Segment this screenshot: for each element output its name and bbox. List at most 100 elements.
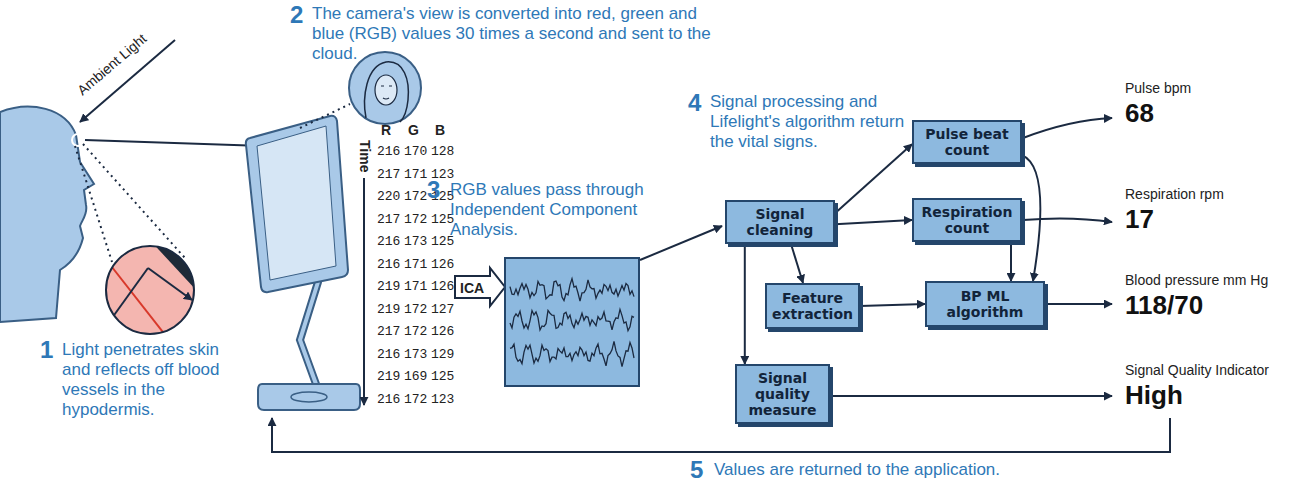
- table-cell: 173: [404, 347, 427, 362]
- callout-number: 2: [290, 2, 303, 28]
- skin-spot: [72, 134, 84, 146]
- table-cell: 219: [377, 302, 400, 317]
- output-arrow: [1023, 118, 1112, 138]
- skin-section: [100, 230, 215, 340]
- table-cell: 123: [431, 392, 454, 407]
- reflection-arrow: [85, 140, 262, 146]
- table-cell: 169: [404, 369, 427, 384]
- tablet: [246, 116, 360, 410]
- table-cell: 216: [377, 257, 400, 272]
- process-box: Respiration count: [912, 198, 1022, 242]
- callout-number: 4: [688, 90, 701, 116]
- table-cell: 216: [377, 347, 400, 362]
- return-arrow: [272, 418, 1170, 452]
- box-label: Respiration count: [920, 204, 1014, 236]
- light-label: Ambient Light: [74, 30, 149, 98]
- column-header: G: [408, 122, 419, 138]
- vital-name: Respiration rpm: [1125, 186, 1224, 202]
- step-text: The camera's view is converted into red,…: [312, 4, 712, 64]
- axis-label: Time: [357, 140, 373, 172]
- process-box: Signal quality measure: [735, 364, 830, 424]
- ica-label: ICA: [460, 280, 484, 296]
- zoom-line: [83, 144, 185, 258]
- callout-number: 5: [690, 457, 703, 483]
- table-cell: 172: [404, 324, 427, 339]
- box-label: Pulse beat count: [920, 126, 1014, 158]
- table-cell: 127: [431, 302, 454, 317]
- table-cell: 172: [404, 189, 427, 204]
- step-text: Light penetrates skin and reflects off b…: [62, 340, 240, 420]
- waveform: [510, 279, 634, 302]
- table-cell: 172: [404, 392, 427, 407]
- flow-arrow: [1022, 155, 1040, 281]
- camera-view-face: [349, 52, 421, 124]
- table-cell: 171: [404, 167, 427, 182]
- table-cell: 217: [377, 324, 400, 339]
- output-arrow: [1023, 218, 1112, 222]
- table-cell: 126: [431, 324, 454, 339]
- table-cell: 125: [431, 369, 454, 384]
- waveform: [510, 309, 634, 330]
- time-arrow: [363, 178, 365, 405]
- process-box: Feature extraction: [765, 283, 860, 329]
- table-cell: 129: [431, 347, 454, 362]
- face-profile: [0, 107, 94, 322]
- waveforms: [510, 279, 634, 367]
- flow-arrow: [791, 244, 803, 283]
- box-label: Feature extraction: [772, 290, 853, 322]
- table-cell: 216: [377, 234, 400, 249]
- waveform: [510, 341, 634, 366]
- output-arrow: [1046, 303, 1112, 305]
- ica-block-arrow: [455, 268, 505, 306]
- process-box: Signal cleaning: [725, 200, 835, 244]
- vital-name: Blood pressure mm Hg: [1125, 272, 1268, 288]
- box-label: Signal quality measure: [743, 370, 822, 418]
- flow-arrow: [1010, 242, 1012, 281]
- table-cell: 219: [377, 369, 400, 384]
- column-header: B: [435, 122, 445, 138]
- flow-arrow: [744, 244, 746, 364]
- table-cell: 172: [404, 212, 427, 227]
- vital-value: 68: [1125, 99, 1154, 127]
- table-cell: 217: [377, 212, 400, 227]
- step-text: Signal processing and Lifelight's algori…: [710, 92, 906, 152]
- table-cell: 126: [431, 257, 454, 272]
- flow-arrow: [640, 226, 722, 260]
- callout-number: 3: [427, 177, 440, 203]
- box-label: Signal cleaning: [733, 206, 827, 238]
- table-cell: 172: [404, 302, 427, 317]
- skin-section-outline: [106, 246, 194, 334]
- step-text: Values are returned to the application.: [714, 460, 1000, 480]
- column-header: R: [381, 122, 391, 138]
- table-cell: 173: [404, 234, 427, 249]
- vital-name: Pulse bpm: [1125, 80, 1191, 96]
- waveform-box: [505, 258, 639, 386]
- view-line: [300, 104, 350, 128]
- vital-value: 17: [1125, 205, 1154, 233]
- zoom-line: [75, 146, 112, 262]
- callout-number: 1: [40, 337, 53, 363]
- process-box: BP ML algorithm: [925, 281, 1045, 327]
- box-label: BP ML algorithm: [933, 288, 1037, 320]
- table-cell: 216: [377, 144, 400, 159]
- process-box: Pulse beat count: [912, 120, 1022, 164]
- table-cell: 219: [377, 279, 400, 294]
- table-cell: 171: [404, 279, 427, 294]
- vital-value: 118/70: [1125, 291, 1203, 319]
- vital-value: High: [1125, 381, 1183, 409]
- flow-arrow: [835, 220, 912, 224]
- table-cell: 170: [404, 144, 427, 159]
- table-cell: 217: [377, 167, 400, 182]
- output-arrow: [832, 395, 1112, 397]
- table-cell: 128: [431, 144, 454, 159]
- flow-arrow: [860, 304, 925, 306]
- step-text: RGB values pass through Independent Comp…: [450, 180, 682, 240]
- flow-arrow: [835, 144, 912, 213]
- vital-name: Signal Quality Indicator: [1125, 362, 1269, 378]
- table-cell: 220: [377, 189, 400, 204]
- table-cell: 171: [404, 257, 427, 272]
- table-cell: 216: [377, 392, 400, 407]
